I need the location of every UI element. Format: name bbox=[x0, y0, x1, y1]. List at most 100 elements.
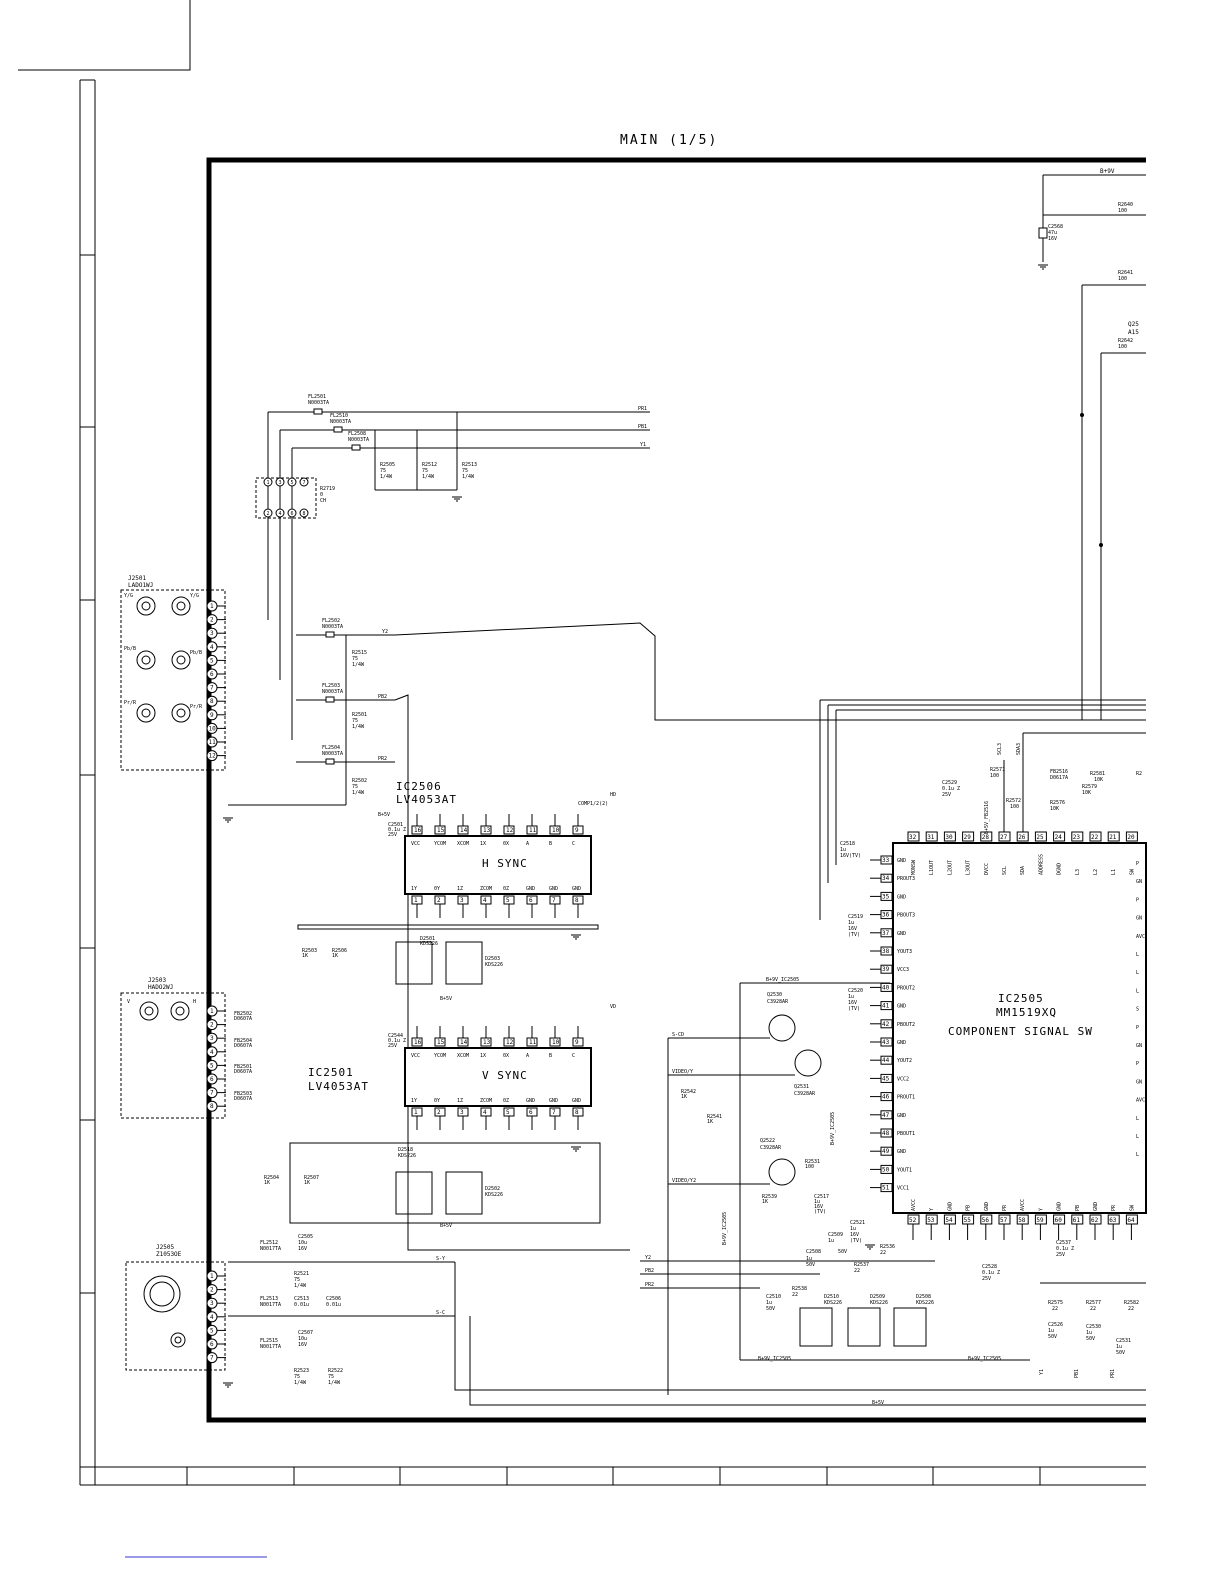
pin-number: 10 bbox=[209, 725, 217, 732]
pin-number: 46 bbox=[882, 1094, 890, 1101]
svg-text:16V: 16V bbox=[298, 1246, 307, 1252]
pin-label: GND bbox=[526, 1098, 535, 1104]
pin-number: 1 bbox=[414, 897, 418, 904]
pin-label: PR bbox=[1111, 1204, 1117, 1211]
svg-text:1u: 1u bbox=[848, 920, 854, 926]
page-frame bbox=[18, 0, 1146, 1558]
svg-text:C3928AR: C3928AR bbox=[767, 999, 789, 1005]
svg-text:22: 22 bbox=[1090, 1306, 1096, 1312]
svg-text:25V: 25V bbox=[388, 1043, 397, 1049]
svg-text:1u: 1u bbox=[850, 1226, 856, 1232]
pin-number: 3 bbox=[210, 1035, 214, 1042]
svg-text:KDS226: KDS226 bbox=[485, 962, 503, 968]
j2501-pin-11: 11 bbox=[206, 736, 226, 748]
pin-label: 1X bbox=[480, 1053, 486, 1059]
pin-label: L bbox=[1136, 952, 1139, 958]
r2719-pin-7: 7 bbox=[299, 477, 309, 487]
svg-text:25V: 25V bbox=[388, 832, 397, 838]
svg-text:MM1519XQ: MM1519XQ bbox=[996, 1006, 1057, 1019]
svg-text:R2521: R2521 bbox=[294, 1271, 309, 1277]
pin-label: PROUT1 bbox=[897, 1095, 915, 1101]
svg-text:N0003TA: N0003TA bbox=[322, 689, 343, 695]
pin-number: 39 bbox=[882, 966, 890, 973]
pin-number: 8 bbox=[210, 1103, 214, 1110]
svg-text:R2579: R2579 bbox=[1082, 784, 1097, 790]
svg-text:3: 3 bbox=[279, 480, 282, 486]
pin-label: 1Z bbox=[457, 1098, 463, 1104]
svg-text:R2641: R2641 bbox=[1118, 270, 1133, 276]
pin-number: 27 bbox=[1000, 834, 1008, 841]
svg-text:LV4053AT: LV4053AT bbox=[308, 1080, 369, 1093]
ic2501-pin-10: 10B bbox=[549, 1026, 561, 1059]
pin-number: 59 bbox=[1036, 1217, 1044, 1224]
pin-label: GND bbox=[572, 886, 581, 892]
svg-text:1u: 1u bbox=[828, 1238, 834, 1244]
pin-label: 0X bbox=[503, 841, 509, 847]
pin-label: P bbox=[1136, 1025, 1139, 1031]
pin-label: GND bbox=[897, 858, 906, 864]
pin-number: 16 bbox=[414, 827, 422, 834]
svg-text:S-CD: S-CD bbox=[672, 1032, 684, 1038]
pin-number: 37 bbox=[882, 930, 890, 937]
pin-number: 12 bbox=[506, 827, 514, 834]
pin-label: GND bbox=[897, 1149, 906, 1155]
svg-text:R2501: R2501 bbox=[352, 712, 367, 718]
svg-text:0.1u Z: 0.1u Z bbox=[1056, 1246, 1074, 1252]
j2501-pin-9: 9 bbox=[206, 709, 226, 721]
pin-number: 25 bbox=[1036, 834, 1044, 841]
pin-number: 4 bbox=[483, 1109, 487, 1116]
pin-number: 13 bbox=[483, 1039, 491, 1046]
pin-label: L bbox=[1136, 970, 1139, 976]
svg-text:1K: 1K bbox=[304, 1180, 310, 1186]
svg-text:75: 75 bbox=[294, 1374, 300, 1380]
pin-number: 14 bbox=[460, 827, 468, 834]
pin-number: 6 bbox=[210, 1076, 214, 1083]
pin-number: 1 bbox=[210, 1008, 214, 1015]
ic2501-pin-9: 9C bbox=[572, 1026, 584, 1059]
pin-number: 13 bbox=[483, 827, 491, 834]
pin-label: 0Z bbox=[503, 886, 509, 892]
svg-text:75: 75 bbox=[328, 1374, 334, 1380]
svg-text:16V(TV): 16V(TV) bbox=[840, 853, 861, 859]
svg-text:C2507: C2507 bbox=[298, 1330, 313, 1336]
svg-text:C2568: C2568 bbox=[1048, 224, 1063, 230]
svg-text:22: 22 bbox=[1052, 1306, 1058, 1312]
svg-text:1: 1 bbox=[267, 480, 270, 486]
pin-label: GN bbox=[1136, 916, 1142, 922]
svg-text:R2538: R2538 bbox=[792, 1286, 807, 1292]
pin-number: 6 bbox=[210, 671, 214, 678]
pin-label: YCOM bbox=[434, 841, 446, 847]
ground-symbols bbox=[223, 264, 1048, 1388]
pin-number: 43 bbox=[882, 1039, 890, 1046]
svg-text:47u: 47u bbox=[1048, 230, 1057, 236]
svg-text:C2505: C2505 bbox=[298, 1234, 313, 1240]
svg-text:75: 75 bbox=[422, 468, 428, 474]
svg-text:V SYNC: V SYNC bbox=[482, 1069, 528, 1082]
svg-text:1/4W: 1/4W bbox=[352, 662, 365, 668]
r2719-pin-4: 4 bbox=[275, 508, 285, 518]
svg-text:100: 100 bbox=[1010, 804, 1019, 810]
svg-text:R2513: R2513 bbox=[462, 462, 477, 468]
svg-text:75: 75 bbox=[462, 468, 468, 474]
j2501-pin-2: 2 bbox=[206, 614, 226, 626]
svg-text:10K: 10K bbox=[1050, 806, 1059, 812]
svg-text:50V: 50V bbox=[1086, 1336, 1095, 1342]
pin-number: 48 bbox=[882, 1130, 890, 1137]
j2503-pin-2: 2 bbox=[206, 1019, 226, 1031]
pin-number: 2 bbox=[210, 1287, 214, 1294]
svg-text:R2512: R2512 bbox=[422, 462, 437, 468]
svg-text:2: 2 bbox=[267, 511, 270, 517]
svg-text:R2539: R2539 bbox=[762, 1194, 777, 1200]
pin-label: PROUT2 bbox=[897, 985, 915, 991]
